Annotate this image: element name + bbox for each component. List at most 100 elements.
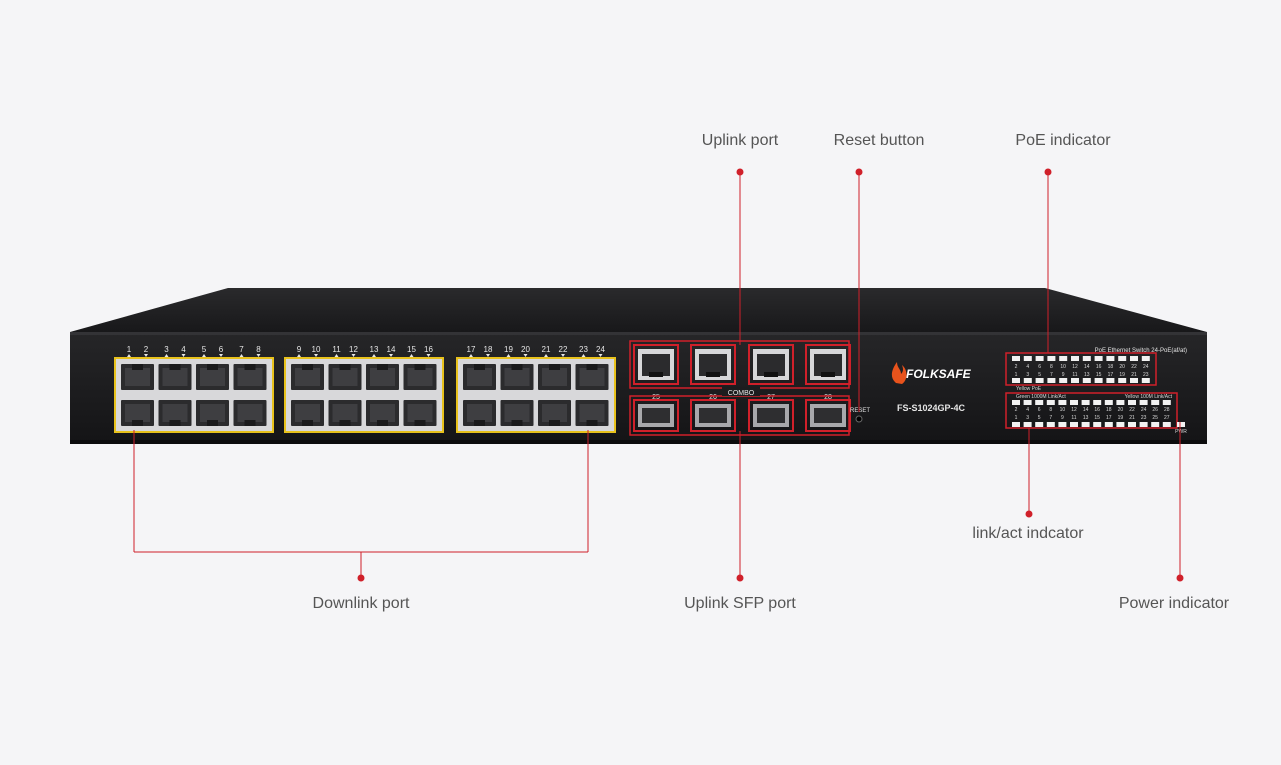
- poe-led-number: 13: [1084, 372, 1090, 378]
- port-arrow-down: [181, 354, 186, 357]
- link-led-number: 17: [1106, 415, 1112, 421]
- poe-legend: Yellow PoE: [1016, 386, 1042, 392]
- reset-label: RESET: [850, 408, 870, 414]
- link-led: [1023, 422, 1032, 427]
- link-led-number: 3: [1026, 415, 1029, 421]
- rj45-latch: [511, 364, 523, 370]
- poe-led: [1035, 378, 1044, 383]
- rj45-latch: [339, 420, 351, 426]
- rj45-latch: [474, 420, 485, 426]
- port-number: 14: [387, 345, 396, 354]
- callout-reset-button: Reset button: [833, 132, 925, 149]
- callout-lines: [133, 168, 1184, 582]
- rj45-latch: [169, 364, 181, 370]
- link-led-number: 9: [1061, 415, 1064, 421]
- reset-button-hole: [855, 415, 863, 423]
- link-led-number: 11: [1071, 415, 1076, 421]
- flame-icon: [891, 362, 907, 384]
- poe-led: [1118, 356, 1127, 361]
- port-arrow-up: [506, 354, 511, 357]
- sfp-number: 26: [709, 394, 717, 401]
- poe-led: [1141, 356, 1150, 361]
- rj45-port-inner: [237, 404, 263, 422]
- sfp-frame: [690, 399, 736, 432]
- callout-uplink-port: Uplink port: [701, 132, 779, 149]
- rj45-port-inner: [295, 368, 320, 386]
- poe-led: [1082, 378, 1091, 383]
- link-led-number: 7: [1049, 415, 1052, 421]
- poe-led-number: 7: [1050, 372, 1053, 378]
- poe-led: [1094, 356, 1103, 361]
- link-led: [1116, 422, 1125, 427]
- sfp-number: 27: [767, 394, 775, 401]
- rj45-port-inner: [467, 404, 492, 422]
- port-arrow-up: [164, 354, 169, 357]
- link-led: [1139, 400, 1148, 405]
- link-led: [1070, 400, 1078, 405]
- uplink-rj45-frame: [805, 344, 851, 385]
- downlink-port-dot: [357, 574, 365, 582]
- sfp-slot: [757, 408, 785, 423]
- rj45-latch: [414, 364, 426, 370]
- link-led-number: 25: [1152, 415, 1158, 421]
- link-led-number: 18: [1106, 407, 1112, 413]
- poe-led-number: 8: [1050, 364, 1053, 370]
- poe-led: [1059, 378, 1068, 383]
- rj45-latch: [377, 420, 388, 426]
- link-led: [1093, 400, 1102, 405]
- poe-led-number: 1: [1015, 372, 1018, 378]
- link-panel-frame: [1005, 392, 1178, 429]
- port-number: 20: [521, 345, 530, 354]
- poe-led-number: 14: [1084, 364, 1090, 370]
- poe-led: [1059, 356, 1068, 361]
- link-led-number: 2: [1015, 407, 1018, 413]
- brand-area: FOLKSAFE FS-S1024GP-4C: [891, 362, 972, 413]
- port-number: 23: [579, 345, 588, 354]
- link-led-number: 26: [1152, 407, 1158, 413]
- link-led-number: 20: [1118, 407, 1124, 413]
- port-arrow-up: [127, 354, 131, 357]
- port-number: 9: [297, 345, 302, 354]
- uplink-rj45-latch: [649, 372, 663, 377]
- link-led: [1128, 422, 1136, 427]
- link-led: [1012, 422, 1020, 427]
- rj45-latch: [549, 420, 560, 426]
- callout-downlink-port: Downlink port: [312, 595, 410, 612]
- rj45-port-inner: [125, 368, 150, 386]
- rj45-latch: [339, 364, 351, 370]
- port-arrow-up: [334, 354, 339, 357]
- port-number: 22: [559, 345, 568, 354]
- sfp-slot: [699, 408, 727, 423]
- port-number: 18: [484, 345, 493, 354]
- port-arrow-up: [544, 354, 548, 357]
- callout-power-indicator: Power indicator: [1118, 595, 1230, 612]
- power-indicator-dot: [1176, 574, 1184, 582]
- link-led: [1116, 400, 1125, 405]
- port-number: 21: [542, 345, 551, 354]
- link-led: [1035, 400, 1044, 405]
- poe-led: [1047, 378, 1056, 383]
- poe-led: [1023, 356, 1032, 361]
- port-number: 12: [349, 345, 358, 354]
- port-arrow-down: [523, 354, 528, 357]
- combo-label-bg: [722, 387, 760, 396]
- port-number: 5: [202, 345, 207, 354]
- link-led: [1081, 422, 1090, 427]
- link-led-number: 27: [1164, 415, 1170, 421]
- sfp-slot: [642, 408, 670, 423]
- poe-led: [1094, 378, 1103, 383]
- poe-led: [1082, 356, 1091, 361]
- rj45-latch: [586, 364, 598, 370]
- rj45-port-inner: [200, 404, 225, 422]
- poe-led-number: 24: [1143, 364, 1149, 370]
- pwr-label: PWR: [1175, 429, 1187, 435]
- uplink-port-dot: [736, 168, 744, 176]
- port-arrow-down: [426, 354, 431, 357]
- port-number: 24: [596, 345, 605, 354]
- rj45-latch: [132, 420, 143, 426]
- link-led-number: 21: [1129, 415, 1135, 421]
- poe-led: [1035, 356, 1044, 361]
- port-arrow-down: [144, 354, 148, 357]
